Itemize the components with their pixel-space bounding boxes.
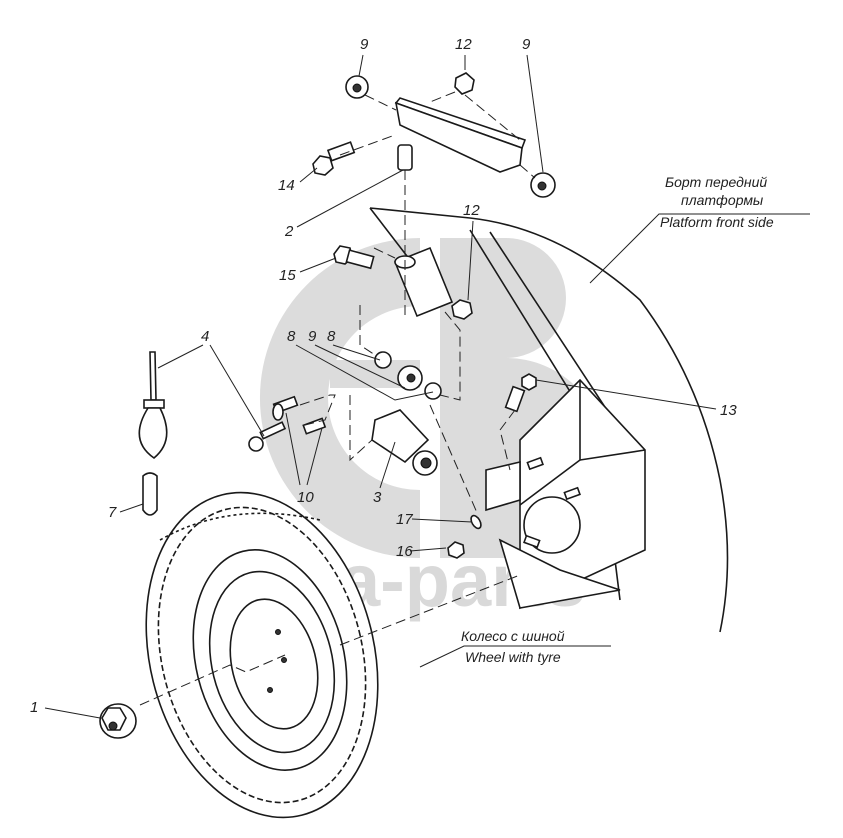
part-9-bushing-middle	[397, 365, 423, 391]
callout-2: 2	[284, 223, 294, 240]
callout-10: 10	[297, 489, 314, 506]
wheel-with-tyre	[145, 491, 379, 819]
leader-lines	[44, 54, 810, 719]
callouts: 9 12 9 14 2 12 15 8 9 8 4 13 10 3 7 17 1…	[30, 36, 737, 716]
caption-wheel-en: Wheel with tyre	[465, 649, 561, 665]
callout-7: 7	[108, 504, 117, 521]
caption-platform-ru-line2: платформы	[681, 192, 764, 208]
part-8-washer-left	[374, 351, 392, 369]
part-10-pins	[272, 395, 327, 435]
part-clamp-block	[393, 246, 454, 318]
caption-wheel-with-tyre: Колесо с шиной Wheel with tyre	[461, 628, 565, 665]
part-9-bushing-top-left	[345, 75, 369, 99]
mounting-bracket-box	[485, 378, 646, 610]
part-13-bolt	[504, 373, 537, 413]
caption-platform-en: Platform front side	[660, 214, 774, 230]
callout-9: 9	[308, 328, 317, 345]
part-16-nut	[447, 541, 465, 559]
callout-9: 9	[360, 36, 369, 53]
part-8-washer-right	[424, 382, 442, 400]
callout-8: 8	[287, 328, 296, 345]
callout-8: 8	[327, 328, 336, 345]
callout-13: 13	[720, 402, 737, 419]
part-9-bushing-right	[530, 172, 556, 198]
assembly-lines	[139, 91, 536, 706]
caption-wheel-ru: Колесо с шиной	[461, 628, 565, 644]
part-1-wheel-nut	[99, 703, 137, 739]
part-12-nut-top	[454, 72, 475, 95]
part-3-clamp-bracket	[371, 409, 438, 476]
caption-platform-ru-line1: Борт передний	[665, 174, 767, 190]
callout-12: 12	[463, 202, 480, 219]
callout-9: 9	[522, 36, 531, 53]
part-15-bolt	[333, 245, 375, 270]
callout-3: 3	[373, 489, 382, 506]
callout-17: 17	[396, 511, 413, 528]
callout-15: 15	[279, 267, 296, 284]
part-14-bolt	[312, 141, 356, 176]
callout-12: 12	[455, 36, 472, 53]
callout-16: 16	[396, 543, 413, 560]
part-17-washer	[470, 514, 482, 530]
caption-platform-front-side: Борт передний платформы Platform front s…	[660, 174, 774, 230]
part-2-bracket	[394, 97, 527, 173]
part-7-hook	[142, 472, 158, 516]
part-4-cable	[138, 351, 287, 460]
callout-1: 1	[30, 699, 38, 716]
callout-4: 4	[201, 328, 209, 345]
callout-14: 14	[278, 177, 295, 194]
part-12-nut-middle	[451, 299, 473, 320]
